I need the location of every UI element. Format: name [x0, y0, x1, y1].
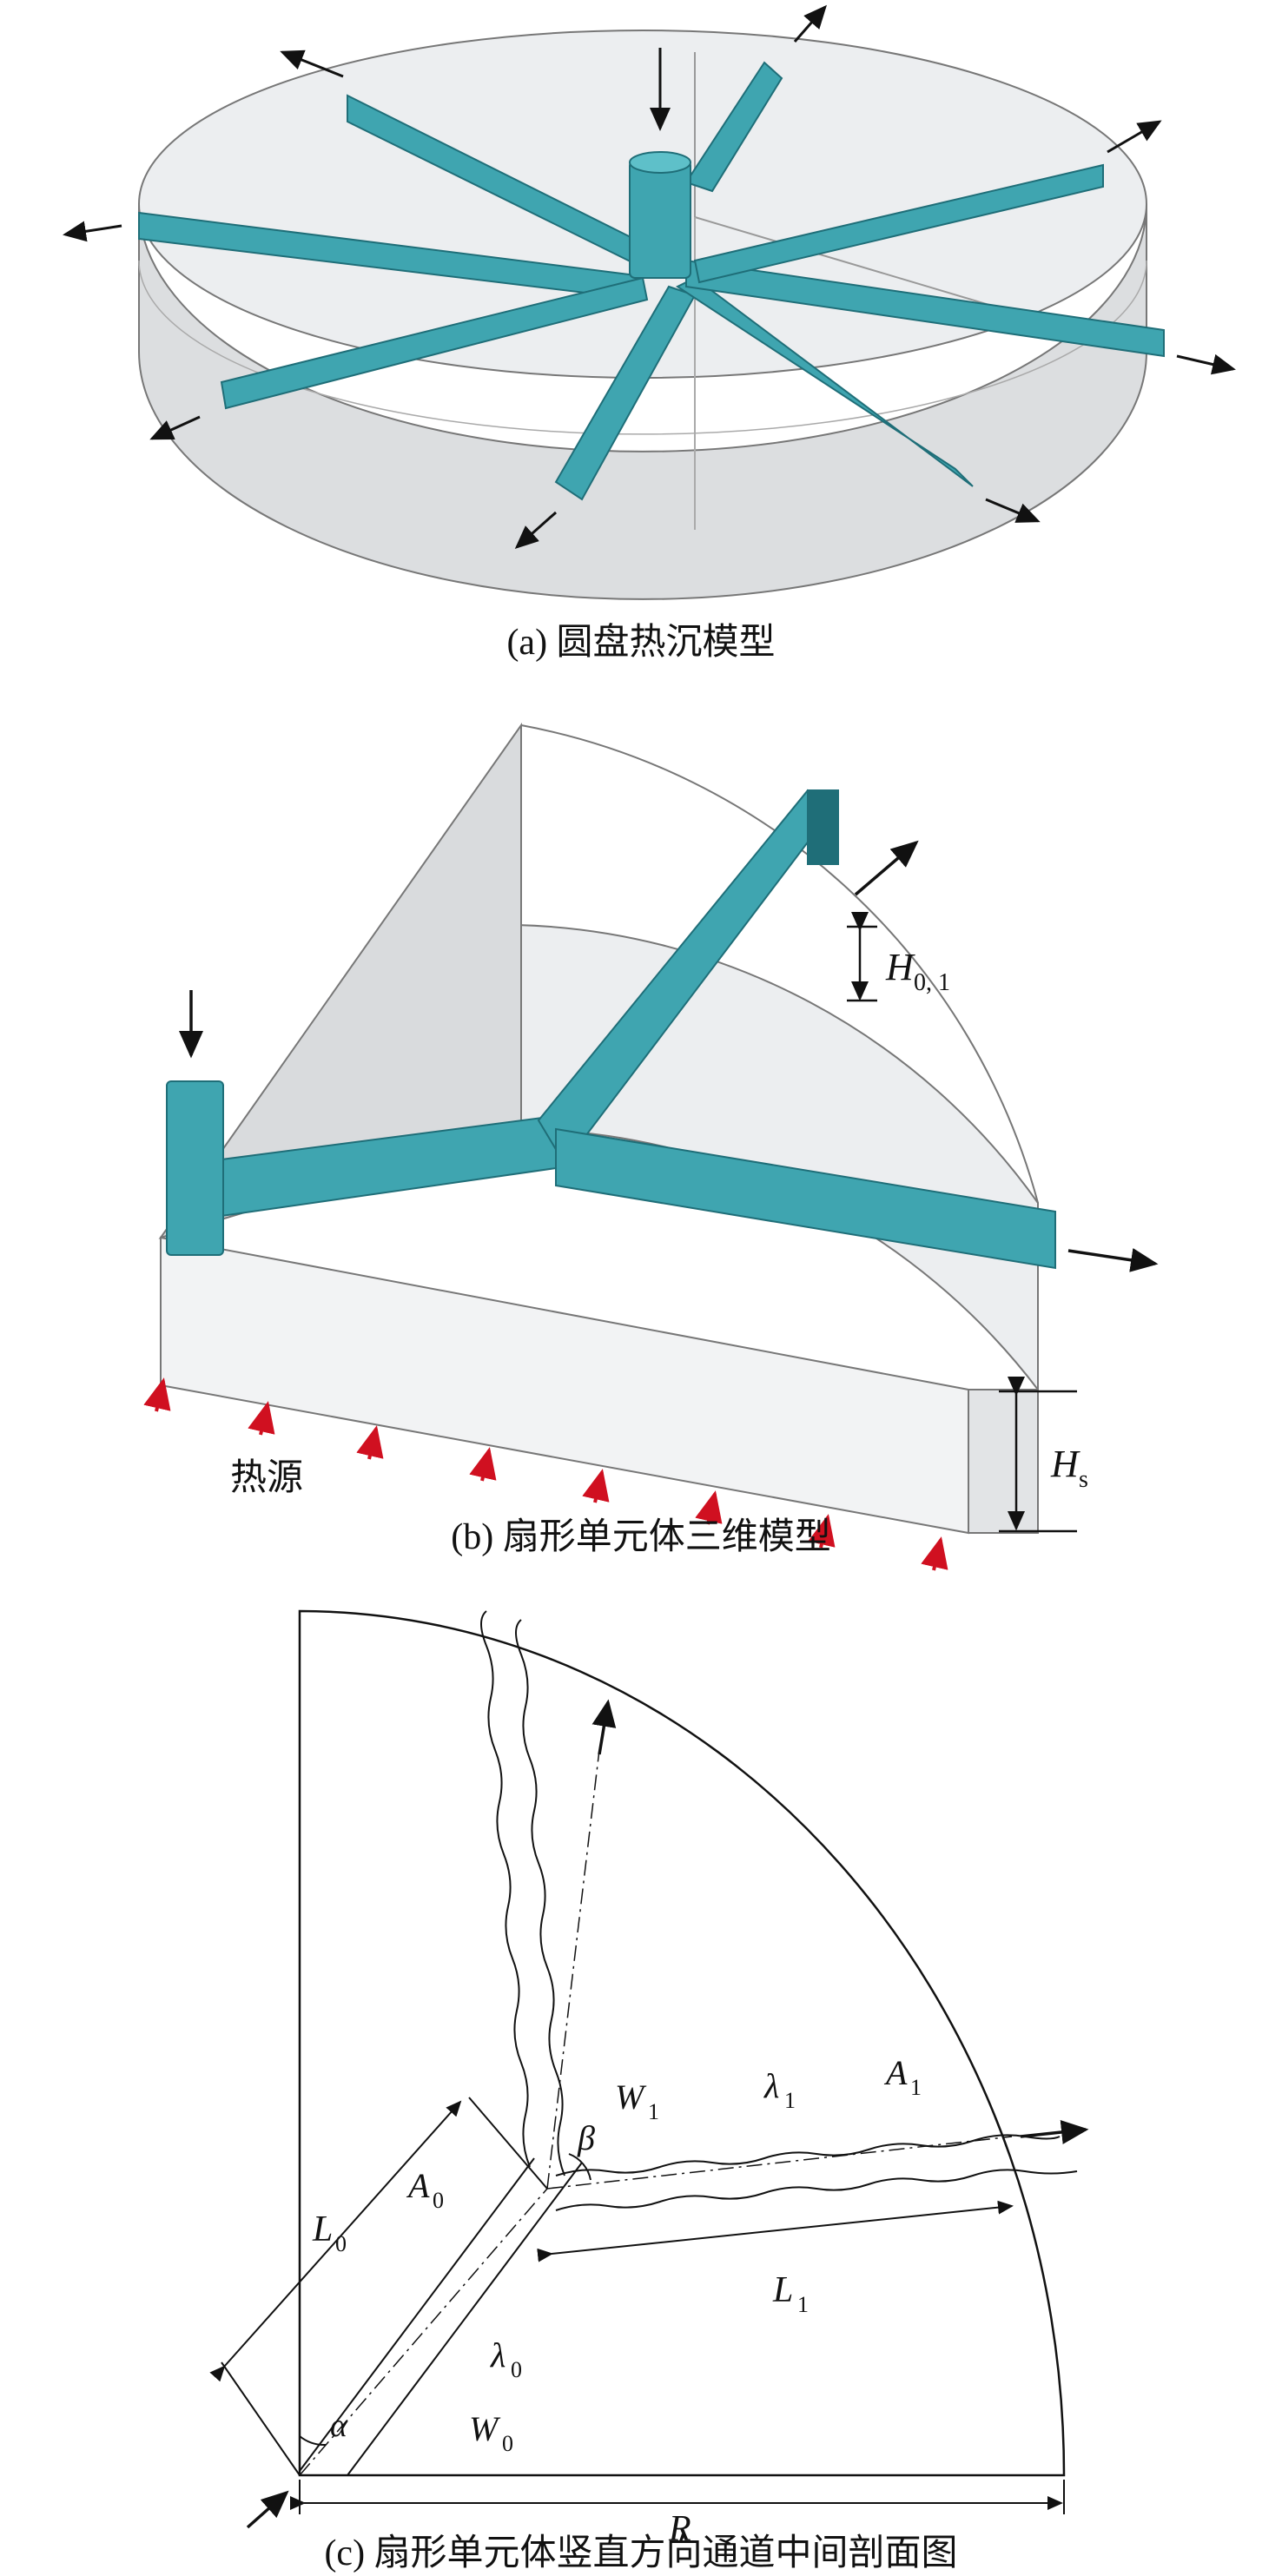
sector-outline — [298, 1609, 1066, 2477]
dim-L1 — [537, 2200, 1014, 2262]
flow-arrows-b — [179, 840, 1159, 1272]
dimension-h01 — [847, 912, 877, 1002]
label-lambda0: λ — [490, 2335, 506, 2375]
dimension-hs — [999, 1377, 1077, 1533]
label-hs-sub: s — [1079, 1466, 1088, 1493]
channel-arm-upper-right — [684, 61, 783, 193]
flow-arrows-c — [246, 1699, 1089, 2529]
channel-arm-right — [685, 259, 1165, 358]
channel-branch-horizontal — [555, 2134, 1061, 2176]
label-W1: W — [615, 2077, 647, 2117]
caption-b: (b) 扇形单元体三维模型 — [451, 1517, 831, 1557]
sector-unit-3d-figure: H 0, 1 H s 热源 — [143, 722, 1159, 1571]
label-L1: L — [772, 2270, 793, 2310]
label-W0-sub: 0 — [502, 2431, 513, 2456]
label-lambda1-sub: 1 — [784, 2088, 796, 2113]
cross-section-figure: L 0 A 0 λ 0 W 0 α β W 1 λ 1 A 1 L 1 R — [209, 1609, 1089, 2549]
channel-branch-right — [555, 1127, 1056, 1270]
channel-arm-lower-left — [220, 276, 649, 410]
label-L0-sub: 0 — [335, 2231, 347, 2256]
label-W0: W — [469, 2409, 501, 2448]
label-h01-sub: 0, 1 — [914, 969, 950, 996]
label-R: R — [668, 2509, 691, 2549]
panel-a-disk-heat-sink: (a) 圆盘热沉模型 — [0, 0, 1282, 712]
caption-a: (a) 圆盘热沉模型 — [506, 623, 776, 663]
label-beta: β — [577, 2118, 595, 2157]
label-lambda1: λ — [763, 2066, 779, 2105]
channel-inlet-column — [166, 1080, 224, 1256]
disk-heat-sink-figure — [63, 4, 1236, 600]
label-A0-sub: 0 — [433, 2188, 444, 2213]
label-L0: L — [312, 2209, 333, 2249]
label-L1-sub: 1 — [797, 2292, 809, 2317]
dim-L0 — [209, 2100, 462, 2382]
sector-channels — [166, 789, 1056, 1270]
channel-inlet-column — [629, 160, 691, 279]
label-A1-sub: 1 — [910, 2075, 922, 2100]
cross-section-labels: L 0 A 0 λ 0 W 0 α β W 1 λ 1 A 1 L 1 R — [312, 2053, 922, 2549]
panel-b-sector-unit-3d: H 0, 1 H s 热源 (b) 扇形单元体三维模型 — [0, 712, 1282, 1581]
flow-arrows — [63, 4, 1236, 549]
label-h01-main: H — [885, 946, 915, 988]
wavy-channels — [299, 1610, 1078, 2476]
radial-channels — [138, 61, 1165, 501]
dimension-lines-c — [209, 2097, 1065, 2514]
caption-c: (c) 扇形单元体竖直方向通道中间剖面图 — [324, 2533, 958, 2573]
label-A0: A — [406, 2166, 430, 2205]
label-lambda0-sub: 0 — [511, 2357, 522, 2382]
channel-arm-upper-far-right — [693, 163, 1104, 284]
label-alpha: α — [330, 2408, 348, 2444]
label-A1: A — [883, 2053, 908, 2092]
channel-branch-vertical — [480, 1610, 531, 2168]
heat-source-arrows — [143, 1377, 948, 1571]
label-hs-main: H — [1050, 1443, 1080, 1485]
label-heat-source: 热源 — [230, 1458, 303, 1498]
panel-c-cross-section: L 0 A 0 λ 0 W 0 α β W 1 λ 1 A 1 L 1 R (c… — [0, 1581, 1282, 2573]
label-W1-sub: 1 — [648, 2099, 659, 2124]
